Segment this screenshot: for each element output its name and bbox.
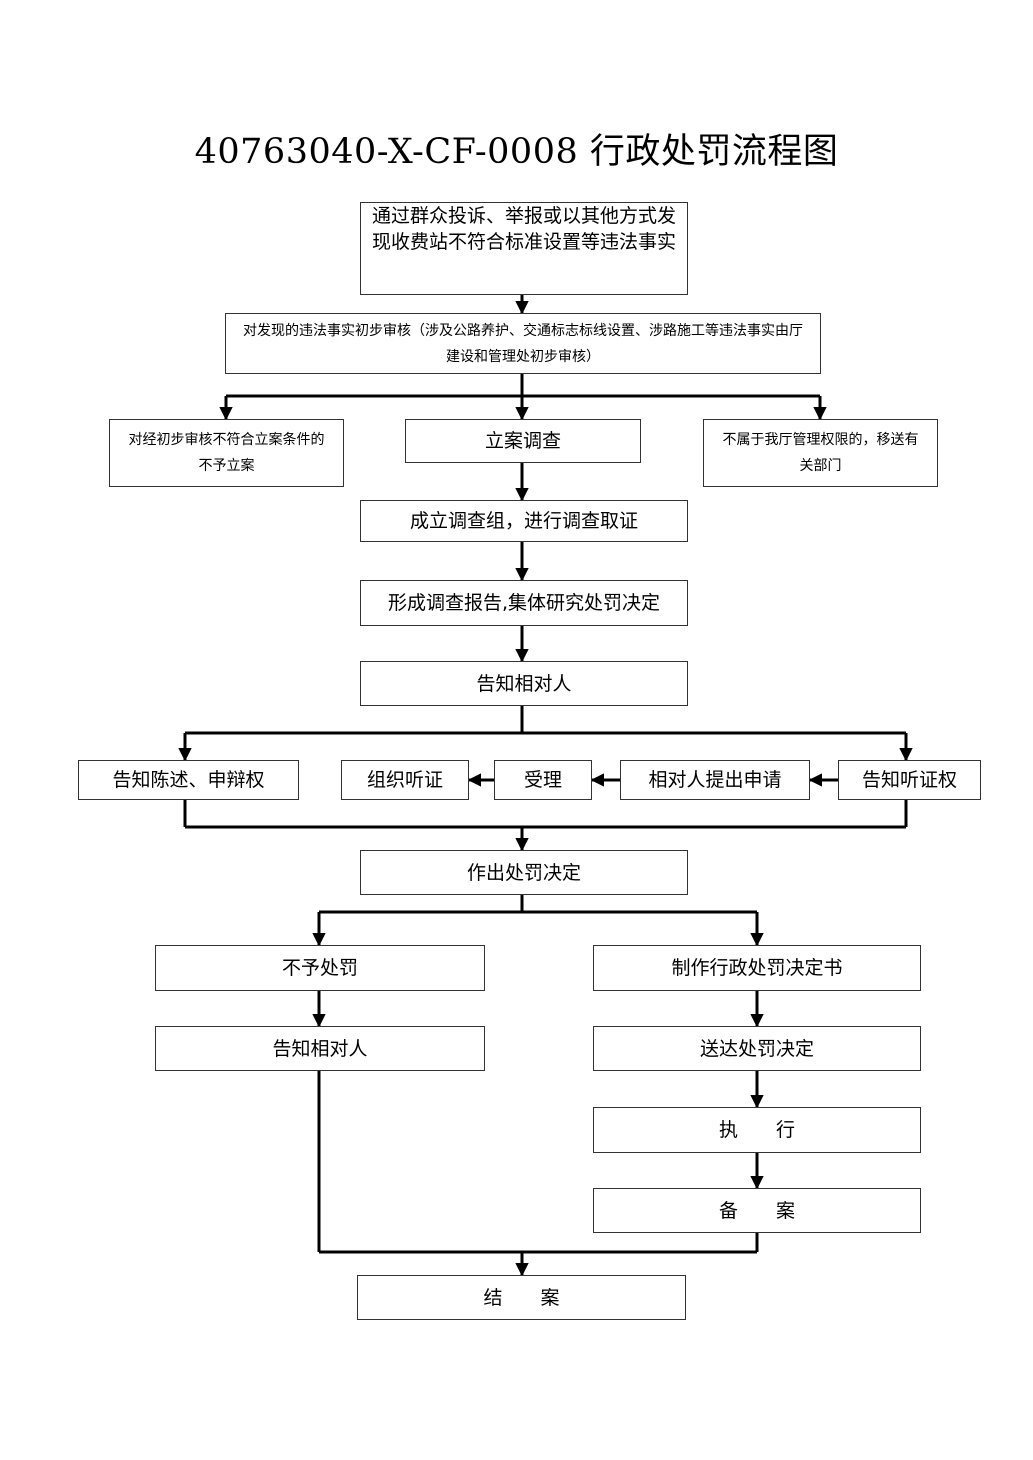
page-title: 40763040-X-CF-0008 行政处罚流程图 bbox=[194, 132, 839, 172]
step-archive-label: 备 案 bbox=[718, 1199, 795, 1222]
step-right-hearing-label: 告知听证权 bbox=[861, 769, 957, 791]
step-archive: 备 案 bbox=[593, 1188, 921, 1233]
step-notify-party-label: 告知相对人 bbox=[476, 672, 572, 695]
step-party-apply-label: 相对人提出申请 bbox=[648, 769, 782, 791]
step-party-apply: 相对人提出申请 bbox=[620, 760, 810, 800]
step-execute: 执 行 bbox=[593, 1107, 921, 1153]
step-not-filed: 对经初步审核不符合立案条件的不予立案 bbox=[109, 419, 344, 487]
step-investigate: 成立调查组，进行调查取证 bbox=[360, 500, 688, 542]
step-preliminary-review-label: 对发现的违法事实初步审核（涉及公路养护、交通标志标线设置、涉路施工等违法事实由厅… bbox=[243, 322, 803, 365]
step-report: 形成调查报告,集体研究处罚决定 bbox=[360, 580, 688, 626]
step-right-statement-label: 告知陈述、申辩权 bbox=[112, 769, 265, 791]
step-execute-label: 执 行 bbox=[718, 1119, 795, 1141]
step-right-hearing: 告知听证权 bbox=[838, 760, 981, 800]
step-discover-label: 通过群众投诉、举报或以其他方式发现收费站不符合标准设置等违法事实 bbox=[371, 205, 676, 253]
step-report-label: 形成调查报告,集体研究处罚决定 bbox=[387, 592, 661, 614]
step-serve-decision: 送达处罚决定 bbox=[593, 1026, 921, 1071]
step-close-case-label: 结 案 bbox=[483, 1286, 560, 1309]
step-investigate-label: 成立调查组，进行调查取证 bbox=[409, 510, 638, 532]
step-discover: 通过群众投诉、举报或以其他方式发现收费站不符合标准设置等违法事实 bbox=[360, 202, 688, 295]
step-accept-label: 受理 bbox=[523, 769, 562, 791]
step-serve-decision-label: 送达处罚决定 bbox=[699, 1037, 814, 1060]
step-decision-label: 作出处罚决定 bbox=[466, 861, 581, 884]
step-organize-hearing: 组织听证 bbox=[341, 760, 469, 800]
step-notify-party: 告知相对人 bbox=[360, 661, 688, 706]
step-not-filed-label: 对经初步审核不符合立案条件的不予立案 bbox=[128, 432, 325, 474]
step-transfer-label: 不属于我厅管理权限的，移送有关部门 bbox=[722, 432, 919, 474]
step-organize-hearing-label: 组织听证 bbox=[366, 769, 443, 791]
step-no-penalty-label: 不予处罚 bbox=[281, 957, 358, 979]
step-no-penalty: 不予处罚 bbox=[155, 945, 485, 991]
step-make-decision-doc-label: 制作行政处罚决定书 bbox=[671, 957, 843, 979]
step-file-case: 立案调查 bbox=[405, 419, 641, 463]
step-file-case-label: 立案调查 bbox=[484, 430, 561, 452]
step-close-case: 结 案 bbox=[357, 1275, 686, 1320]
step-notify-party-2: 告知相对人 bbox=[155, 1026, 485, 1071]
step-preliminary-review: 对发现的违法事实初步审核（涉及公路养护、交通标志标线设置、涉路施工等违法事实由厅… bbox=[225, 313, 821, 374]
step-make-decision-doc: 制作行政处罚决定书 bbox=[593, 945, 921, 991]
step-right-statement: 告知陈述、申辩权 bbox=[78, 760, 299, 800]
step-decision: 作出处罚决定 bbox=[360, 850, 688, 895]
step-accept: 受理 bbox=[494, 760, 592, 800]
step-transfer: 不属于我厅管理权限的，移送有关部门 bbox=[703, 419, 938, 487]
step-notify-party-2-label: 告知相对人 bbox=[272, 1037, 368, 1060]
